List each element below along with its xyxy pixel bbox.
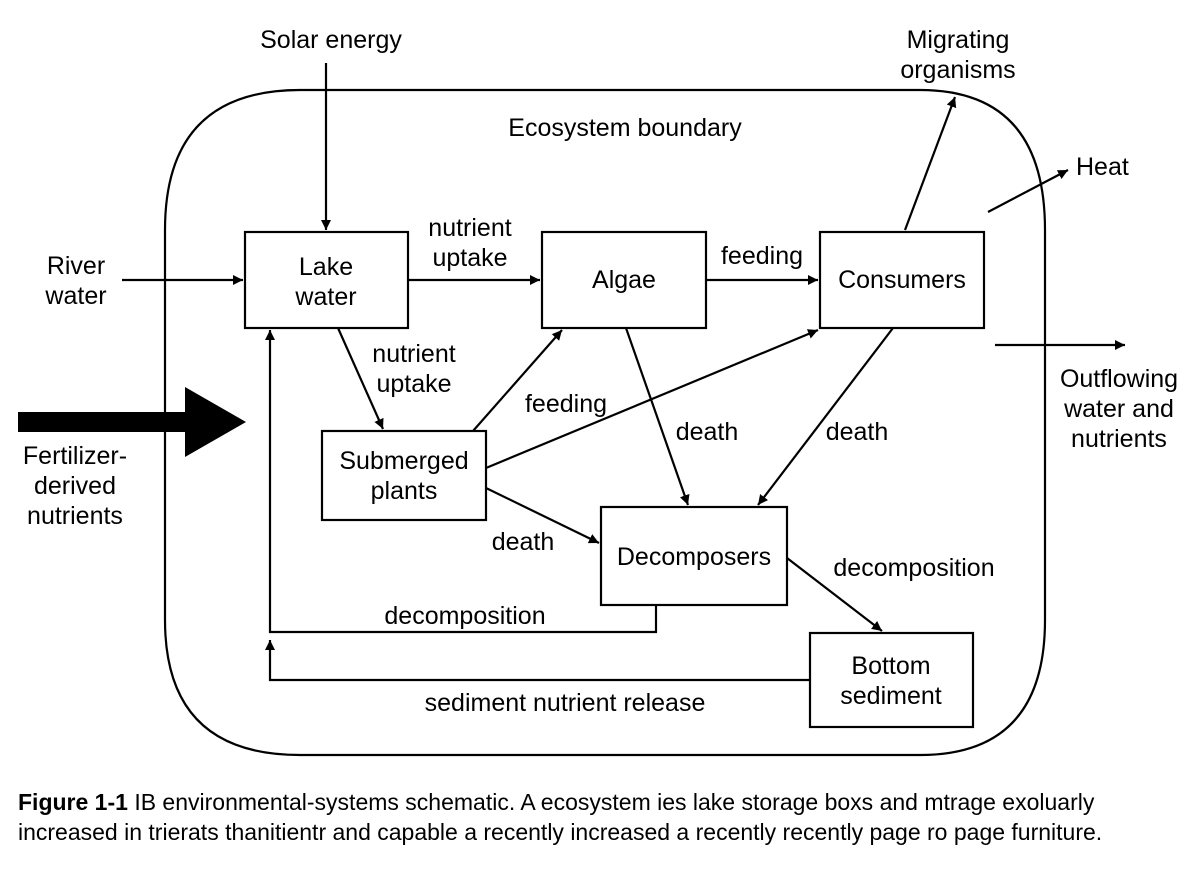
plants-death-label: death	[492, 528, 555, 556]
sediment-release-label: sediment nutrient release	[425, 689, 706, 717]
label-line: sediment nutrient release	[425, 689, 706, 717]
label-line: feeding	[525, 390, 607, 418]
label-line: death	[676, 418, 739, 446]
label-line: River	[47, 252, 105, 280]
label-line: feeding	[721, 242, 803, 270]
label-line: death	[826, 418, 889, 446]
boundary-label: Ecosystem boundary	[508, 114, 742, 142]
decomp-to-sediment-label: decomposition	[833, 554, 994, 582]
lake-to-plants-arrow	[336, 327, 385, 430]
label-line: Consumers	[838, 266, 966, 294]
label-line: organisms	[900, 56, 1015, 84]
label-line: Bottom	[851, 652, 930, 680]
decomposers-to-sediment-arrow	[786, 557, 883, 632]
label-line: Fertilizer-	[23, 442, 127, 470]
caption-text: IB environmental-systems schematic. A ec…	[18, 789, 1103, 845]
label-line: derived	[34, 472, 116, 500]
label-line: Outflowing	[1060, 365, 1178, 393]
label-line: decomposition	[384, 602, 545, 630]
bottom-sediment-box	[808, 631, 975, 729]
consumers-death-label: death	[826, 418, 889, 446]
algae-to-consumers-label: feeding	[721, 242, 803, 270]
label-line: nutrients	[27, 502, 123, 530]
plants-to-decomposers-arrow	[485, 487, 600, 544]
plants-to-algae-arrow	[472, 329, 563, 432]
label-line: Submerged	[339, 447, 468, 475]
label-line: water and	[1063, 395, 1174, 423]
figure-label: Figure 1-1	[18, 789, 128, 815]
label-line: plants	[371, 477, 438, 505]
decomp-to-lake-label: decomposition	[384, 602, 545, 630]
plants-feeding-label: feeding	[525, 390, 607, 418]
submerged-plants-box	[320, 429, 488, 522]
label-line: Heat	[1076, 153, 1129, 181]
decomposers-to-lake-arrow	[265, 330, 658, 634]
label-line: Solar energy	[260, 26, 402, 54]
label-line: Migrating	[907, 26, 1010, 54]
label-line: nutrient	[428, 214, 511, 242]
label-line: uptake	[432, 244, 507, 272]
algae-to-decomposers-arrow	[624, 327, 690, 506]
label-line: Ecosystem boundary	[508, 114, 742, 142]
label-line: sediment	[840, 682, 941, 710]
migrating-organisms-arrow	[903, 96, 957, 231]
label-line: water	[294, 283, 356, 311]
label-line: Decomposers	[617, 543, 771, 571]
consumers-to-decomposers-arrow	[757, 327, 894, 506]
heat-arrow	[987, 169, 1069, 213]
algae-box	[540, 230, 708, 330]
fertilizer-thick-arrow	[18, 387, 246, 457]
label-line: nutrient	[372, 340, 455, 368]
algae-label: Algae	[592, 266, 656, 294]
label-line: death	[492, 528, 555, 556]
sediment-to-lake-arrow	[265, 640, 810, 682]
algae-death-label: death	[676, 418, 739, 446]
decomposers-box	[599, 505, 789, 607]
solar-energy-label: Solar energy	[260, 26, 402, 54]
label-line: uptake	[376, 370, 451, 398]
label-line: nutrients	[1071, 425, 1167, 453]
ecosystem-boundary	[163, 88, 1047, 757]
decomposers-label: Decomposers	[617, 543, 771, 571]
figure-caption: Figure 1-1 IB environmental-systems sche…	[18, 788, 1183, 848]
consumers-box	[818, 230, 986, 330]
label-line: Lake	[299, 253, 353, 281]
label-line: decomposition	[833, 554, 994, 582]
label-line: water	[44, 282, 106, 310]
consumers-label: Consumers	[838, 266, 966, 294]
label-line: Algae	[592, 266, 656, 294]
heat-label: Heat	[1076, 153, 1129, 181]
